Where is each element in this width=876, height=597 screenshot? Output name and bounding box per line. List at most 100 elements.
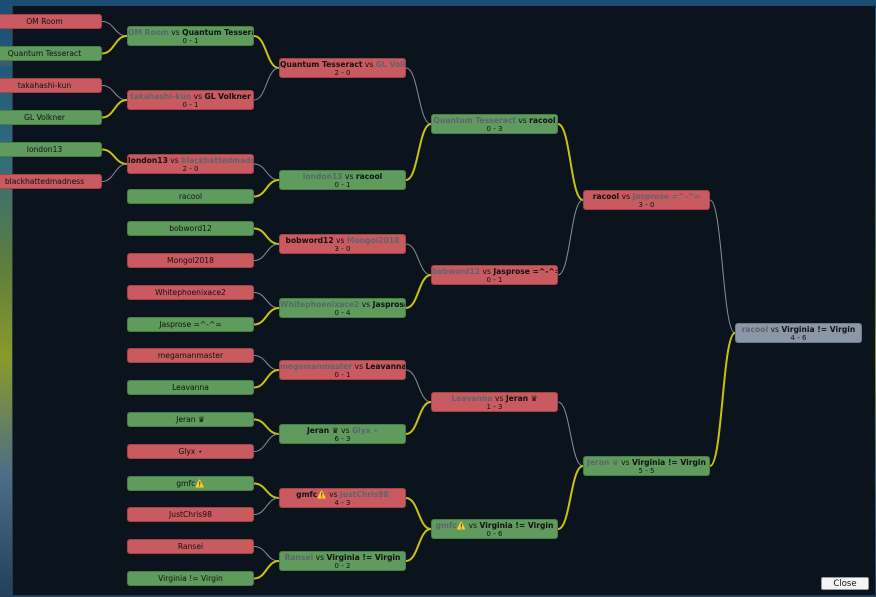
player-name: megamanmaster [157,351,224,360]
player-one: Ransei [284,553,314,562]
player-one: bobword12 [432,267,481,276]
vs-separator: vs [326,490,341,499]
match-node[interactable]: Leavanna vs Jeran ♛1 - 3 [431,392,558,412]
match-node[interactable]: Jeran ♛ vs Glyx ⋆6 - 3 [279,424,406,444]
vs-separator: vs [352,362,366,371]
match-score: 0 - 6 [486,530,503,538]
match-players: racool vs Virginia != Virgin [736,324,861,334]
match-score: 0 - 4 [334,309,351,317]
player-one: london13 [302,172,343,181]
player-one: Whitephoenixace2 [280,300,360,309]
player-name: Virginia != Virgin [158,574,223,583]
player-entry[interactable]: Mongol2018 [127,253,254,268]
match-score: 0 - 1 [182,101,199,109]
vs-separator: vs [618,458,633,467]
player-two: Virginia != Virgin [479,521,554,530]
vs-separator: vs [359,300,373,309]
player-entry[interactable]: Leavanna [127,380,254,395]
player-two: Virginia != Virgin [326,553,401,562]
player-name: racool [178,192,203,201]
close-button[interactable]: Close [821,577,869,590]
match-node[interactable]: Whitephoenixace2 vs Jasprose =^-^=0 - 4 [279,298,406,318]
player-two: racool [355,172,383,181]
match-score: 0 - 1 [334,181,351,189]
match-node[interactable]: racool vs Jasprose =^-^=3 - 0 [583,190,710,210]
player-entry[interactable]: blackhattedmadness [0,174,102,189]
player-two: Glyx ⋆ [351,426,379,435]
match-score: 1 - 3 [486,403,503,411]
match-score: 2 - 0 [334,69,351,77]
player-name: bobword12 [169,224,212,233]
vs-separator: vs [466,521,480,530]
player-entry[interactable]: JustChris98 [127,507,254,522]
player-entry[interactable]: megamanmaster [127,348,254,363]
match-score: 3 - 0 [638,201,655,209]
player-entry[interactable]: racool [127,189,254,204]
match-score: 4 - 3 [334,499,351,507]
player-two: Jasprose =^-^= [372,300,406,309]
player-one: Jeran ♛ [306,426,339,435]
player-entry[interactable]: GL Volkner [0,110,102,125]
player-entry[interactable]: Jasprose =^-^= [127,317,254,332]
player-one: racool [741,325,769,334]
vs-separator: vs [338,426,352,435]
match-node[interactable]: bobword12 vs Jasprose =^-^=0 - 1 [431,265,558,285]
player-entry[interactable]: Jeran ♛ [127,412,254,427]
match-players: Leavanna vs Jeran ♛ [432,393,557,403]
player-name: Whitephoenixace2 [155,288,226,297]
player-entry[interactable]: takahashi-kun [0,78,102,93]
player-two: Leavanna [365,362,406,371]
match-players: OM Room vs Quantum Tesseract [128,27,253,37]
player-entry[interactable]: gmfc⚠️ [127,476,254,491]
player-two: blackhattedmadness [181,156,253,165]
player-entry[interactable]: Ransei [127,539,254,554]
player-name: Jasprose =^-^= [159,320,222,329]
player-one: london13 [128,156,168,165]
match-score: 3 - 0 [334,245,351,253]
match-score: 0 - 3 [486,125,503,133]
player-two: Virginia != Virgin [632,458,706,467]
match-players: Jeran ♛ vs Virginia != Virgin [584,457,709,467]
vs-separator: vs [362,60,376,69]
player-two: GL Volkner [375,60,405,69]
match-node[interactable]: london13 vs blackhattedmadness2 - 0 [127,154,254,174]
match-players: takahashi-kun vs GL Volkner [128,91,253,101]
player-name: gmfc⚠️ [176,479,205,488]
match-players: london13 vs racool [280,171,405,181]
player-one: OM Room [128,28,169,37]
player-two: racool [529,116,556,125]
vs-separator: vs [191,92,205,101]
player-two: JustChris98 [340,490,389,499]
match-node[interactable]: Quantum Tesseract vs GL Volkner 2 - 0 [279,58,406,78]
match-players: Whitephoenixace2 vs Jasprose =^-^= [280,299,405,309]
player-one: racool [592,192,620,201]
vs-separator: vs [333,236,347,245]
match-players: Quantum Tesseract vs racool [432,115,557,125]
player-entry[interactable]: Virginia != Virgin [127,571,254,586]
player-entry[interactable]: bobword12 [127,221,254,236]
match-players: bobword12 vs Mongol2018 [280,235,405,245]
player-entry[interactable]: Glyx ⋆ [127,444,254,459]
match-players: Ransei vs Virginia != Virgin [280,552,405,562]
player-entry[interactable]: london13 [0,142,102,157]
player-entry[interactable]: Whitephoenixace2 [127,285,254,300]
player-entry[interactable]: OM Room [0,14,102,29]
match-node[interactable]: OM Room vs Quantum Tesseract0 - 1 [127,26,254,46]
player-entry[interactable]: Quantum Tesseract [0,46,102,61]
player-one: Quantum Tesseract [280,60,363,69]
player-two: Mongol2018 [346,236,400,245]
player-one: gmfc⚠️ [435,521,467,530]
match-score: 4 - 6 [790,334,807,342]
player-name: Mongol2018 [167,256,214,265]
vs-separator: vs [480,267,494,276]
